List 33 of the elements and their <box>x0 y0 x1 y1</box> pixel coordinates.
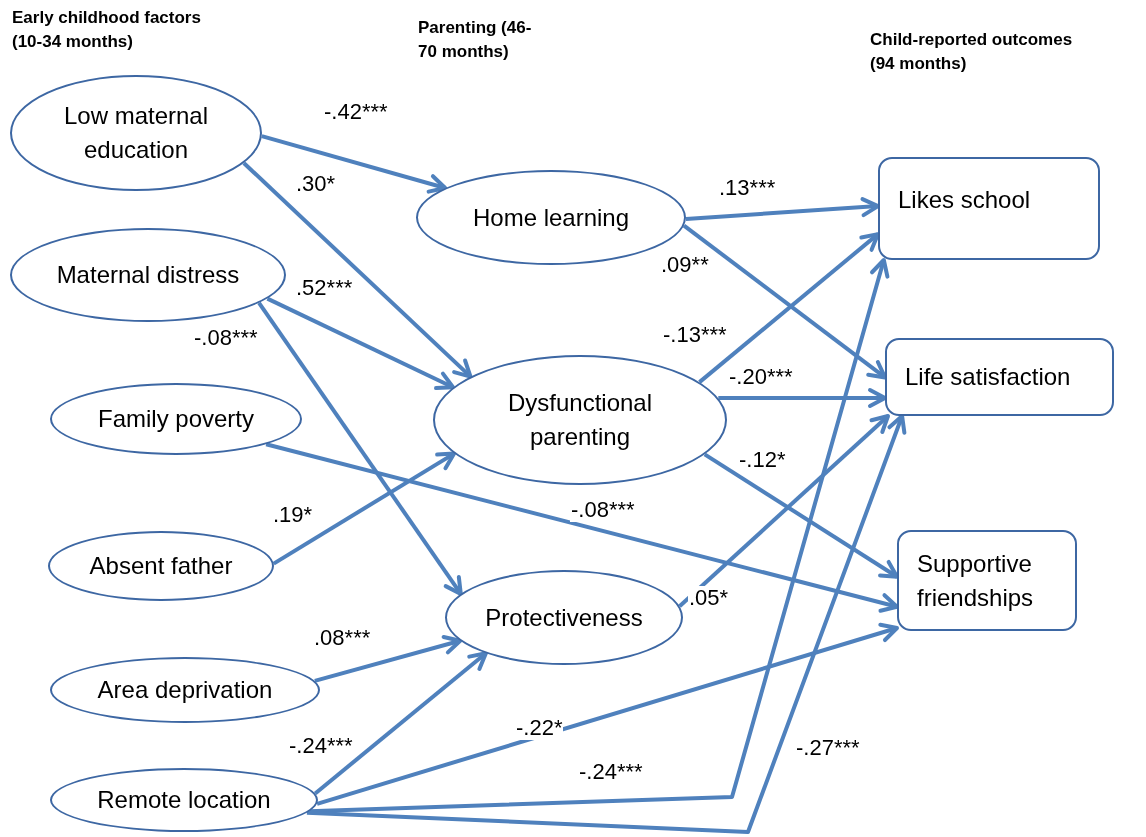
node-label: Absent father <box>89 551 233 582</box>
node-label: Remote location <box>97 785 271 816</box>
node-label: Low maternal education <box>62 101 210 165</box>
node-label: Home learning <box>472 202 630 233</box>
arrow <box>266 296 455 391</box>
column-heading: Early childhood factors (10-34 months) <box>12 7 202 53</box>
arrow <box>316 622 899 806</box>
node-label: Protectiveness <box>485 602 643 633</box>
arrow <box>314 635 463 683</box>
arrow <box>678 414 890 608</box>
arrow <box>698 232 880 384</box>
node-label: Maternal distress <box>56 260 240 291</box>
node-label: Area deprivation <box>97 675 273 706</box>
arrow <box>257 301 463 596</box>
node-label: Life satisfaction <box>905 362 1071 393</box>
arrow <box>272 451 457 566</box>
rounded-box <box>897 530 1077 631</box>
node-label: Supportive friendships <box>917 548 1035 613</box>
arrow <box>703 452 899 579</box>
column-heading: Child-reported outcomes (94 months) <box>870 29 1074 75</box>
node-label: Family poverty <box>97 404 254 435</box>
node-label: Likes school <box>898 184 1031 215</box>
arrow <box>261 134 448 194</box>
arrow <box>242 161 473 379</box>
arrow <box>685 197 880 221</box>
node-label: Dysfunctional parenting <box>506 388 654 452</box>
arrow <box>309 258 890 814</box>
rounded-box <box>878 157 1100 260</box>
arrow <box>306 414 907 834</box>
rounded-box <box>885 338 1114 416</box>
column-heading: Parenting (46-70 months) <box>418 17 533 63</box>
arrow <box>718 388 887 408</box>
arrow <box>265 442 899 613</box>
